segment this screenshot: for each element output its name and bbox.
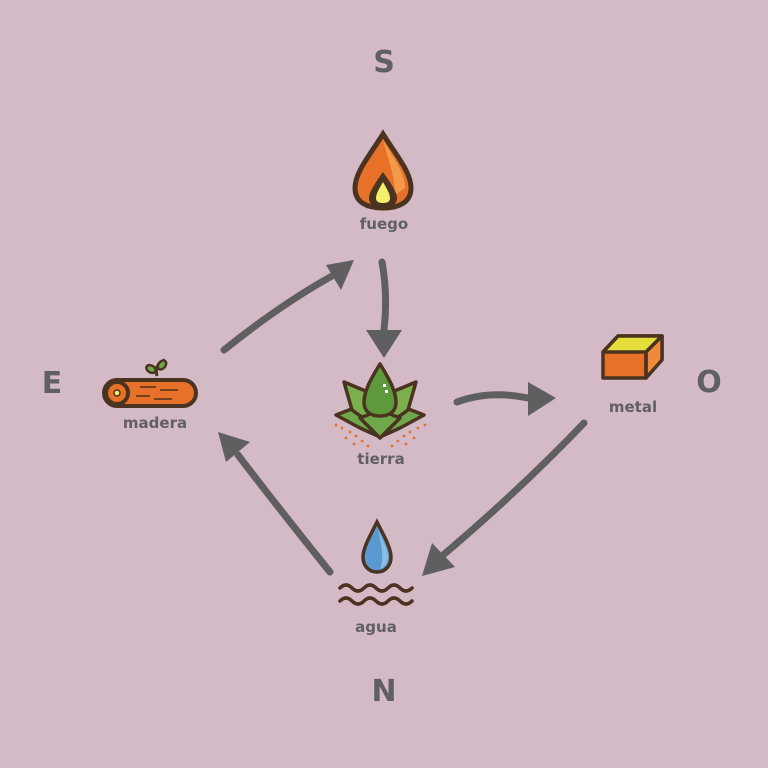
- plant-icon: [334, 362, 427, 448]
- arrow-agua-to-madera: [218, 432, 334, 576]
- label-fuego: fuego: [360, 215, 408, 233]
- fire-icon: [352, 129, 414, 211]
- direction-west: O: [696, 365, 722, 400]
- label-tierra: tierra: [357, 450, 404, 468]
- log-icon: [102, 358, 198, 408]
- arrow-fuego-to-tierra: [366, 258, 402, 358]
- label-madera: madera: [123, 414, 187, 432]
- water-drop-icon: [338, 518, 414, 606]
- direction-south: S: [373, 45, 395, 80]
- direction-east: E: [42, 366, 63, 401]
- arrow-madera-to-fuego: [220, 260, 354, 354]
- label-agua: agua: [355, 618, 397, 636]
- arrow-tierra-to-metal: [453, 382, 556, 416]
- direction-north: N: [371, 674, 396, 709]
- metal-ingot-icon: [601, 334, 664, 380]
- arrow-metal-to-agua: [422, 419, 588, 576]
- label-metal: metal: [609, 398, 657, 416]
